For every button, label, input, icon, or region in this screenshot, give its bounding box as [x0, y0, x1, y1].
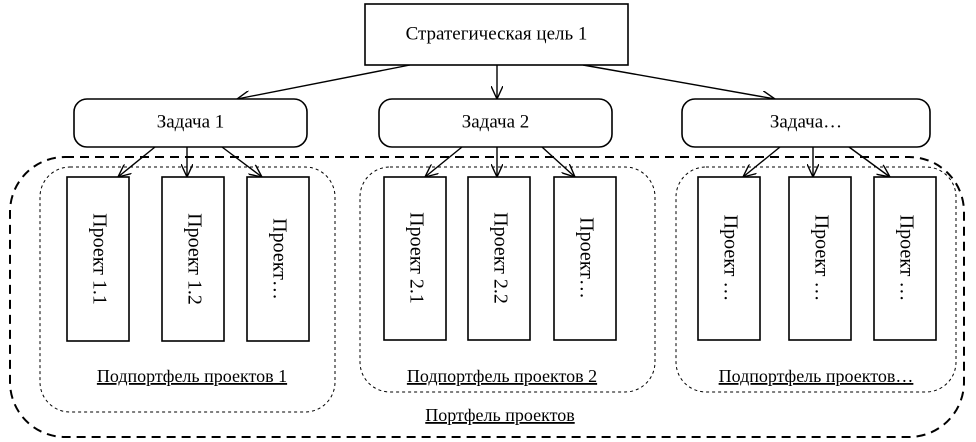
project-label: Проект 1.2	[183, 213, 205, 305]
project-label: Проект…	[268, 218, 290, 300]
subportfolio-boundary-2	[359, 166, 656, 393]
strategic-goal-label: Стратегическая цель 1	[406, 23, 588, 44]
subportfolio-label: Подпортфель проектов 2	[407, 366, 597, 386]
project-label: Проект …	[810, 215, 832, 302]
task-label: Задача 2	[462, 111, 530, 132]
project-node: Проект…	[246, 176, 310, 342]
subportfolio-label: Подпортфель проектов 1	[97, 366, 287, 386]
project-label: Проект…	[575, 217, 597, 299]
task-to-project-arrows	[118, 146, 890, 177]
project-node: Проект 2.2	[467, 176, 531, 341]
project-node: Проект …	[788, 176, 852, 341]
project-label: Проект …	[719, 215, 741, 302]
task-node-1: Задача 1	[73, 98, 308, 148]
project-node: Проект…	[553, 176, 617, 341]
project-label: Проект …	[895, 215, 917, 302]
task-node-2: Задача 2	[378, 98, 613, 148]
task-label: Задача…	[770, 111, 842, 132]
subportfolio-boundary-1	[39, 166, 336, 413]
portfolio-boundary	[9, 156, 965, 438]
project-node: Проект 1.1	[66, 176, 130, 342]
subportfolio-label: Подпортфель проектов…	[719, 366, 914, 386]
project-label: Проект 1.1	[88, 213, 110, 305]
task-label: Задача 1	[157, 111, 225, 132]
project-node: Проект 1.2	[161, 176, 225, 342]
task-node-3: Задача…	[681, 98, 931, 148]
strategic-goal-node: Стратегическая цель 1	[364, 3, 629, 66]
project-node: Проект …	[697, 176, 761, 341]
project-node: Проект 2.1	[383, 176, 447, 341]
project-label: Проект 2.2	[489, 212, 511, 304]
project-label: Проект 2.1	[405, 212, 427, 304]
portfolio-label: Портфель проектов	[425, 405, 574, 425]
goal-to-task-arrows	[237, 64, 775, 99]
project-node: Проект …	[873, 176, 937, 341]
